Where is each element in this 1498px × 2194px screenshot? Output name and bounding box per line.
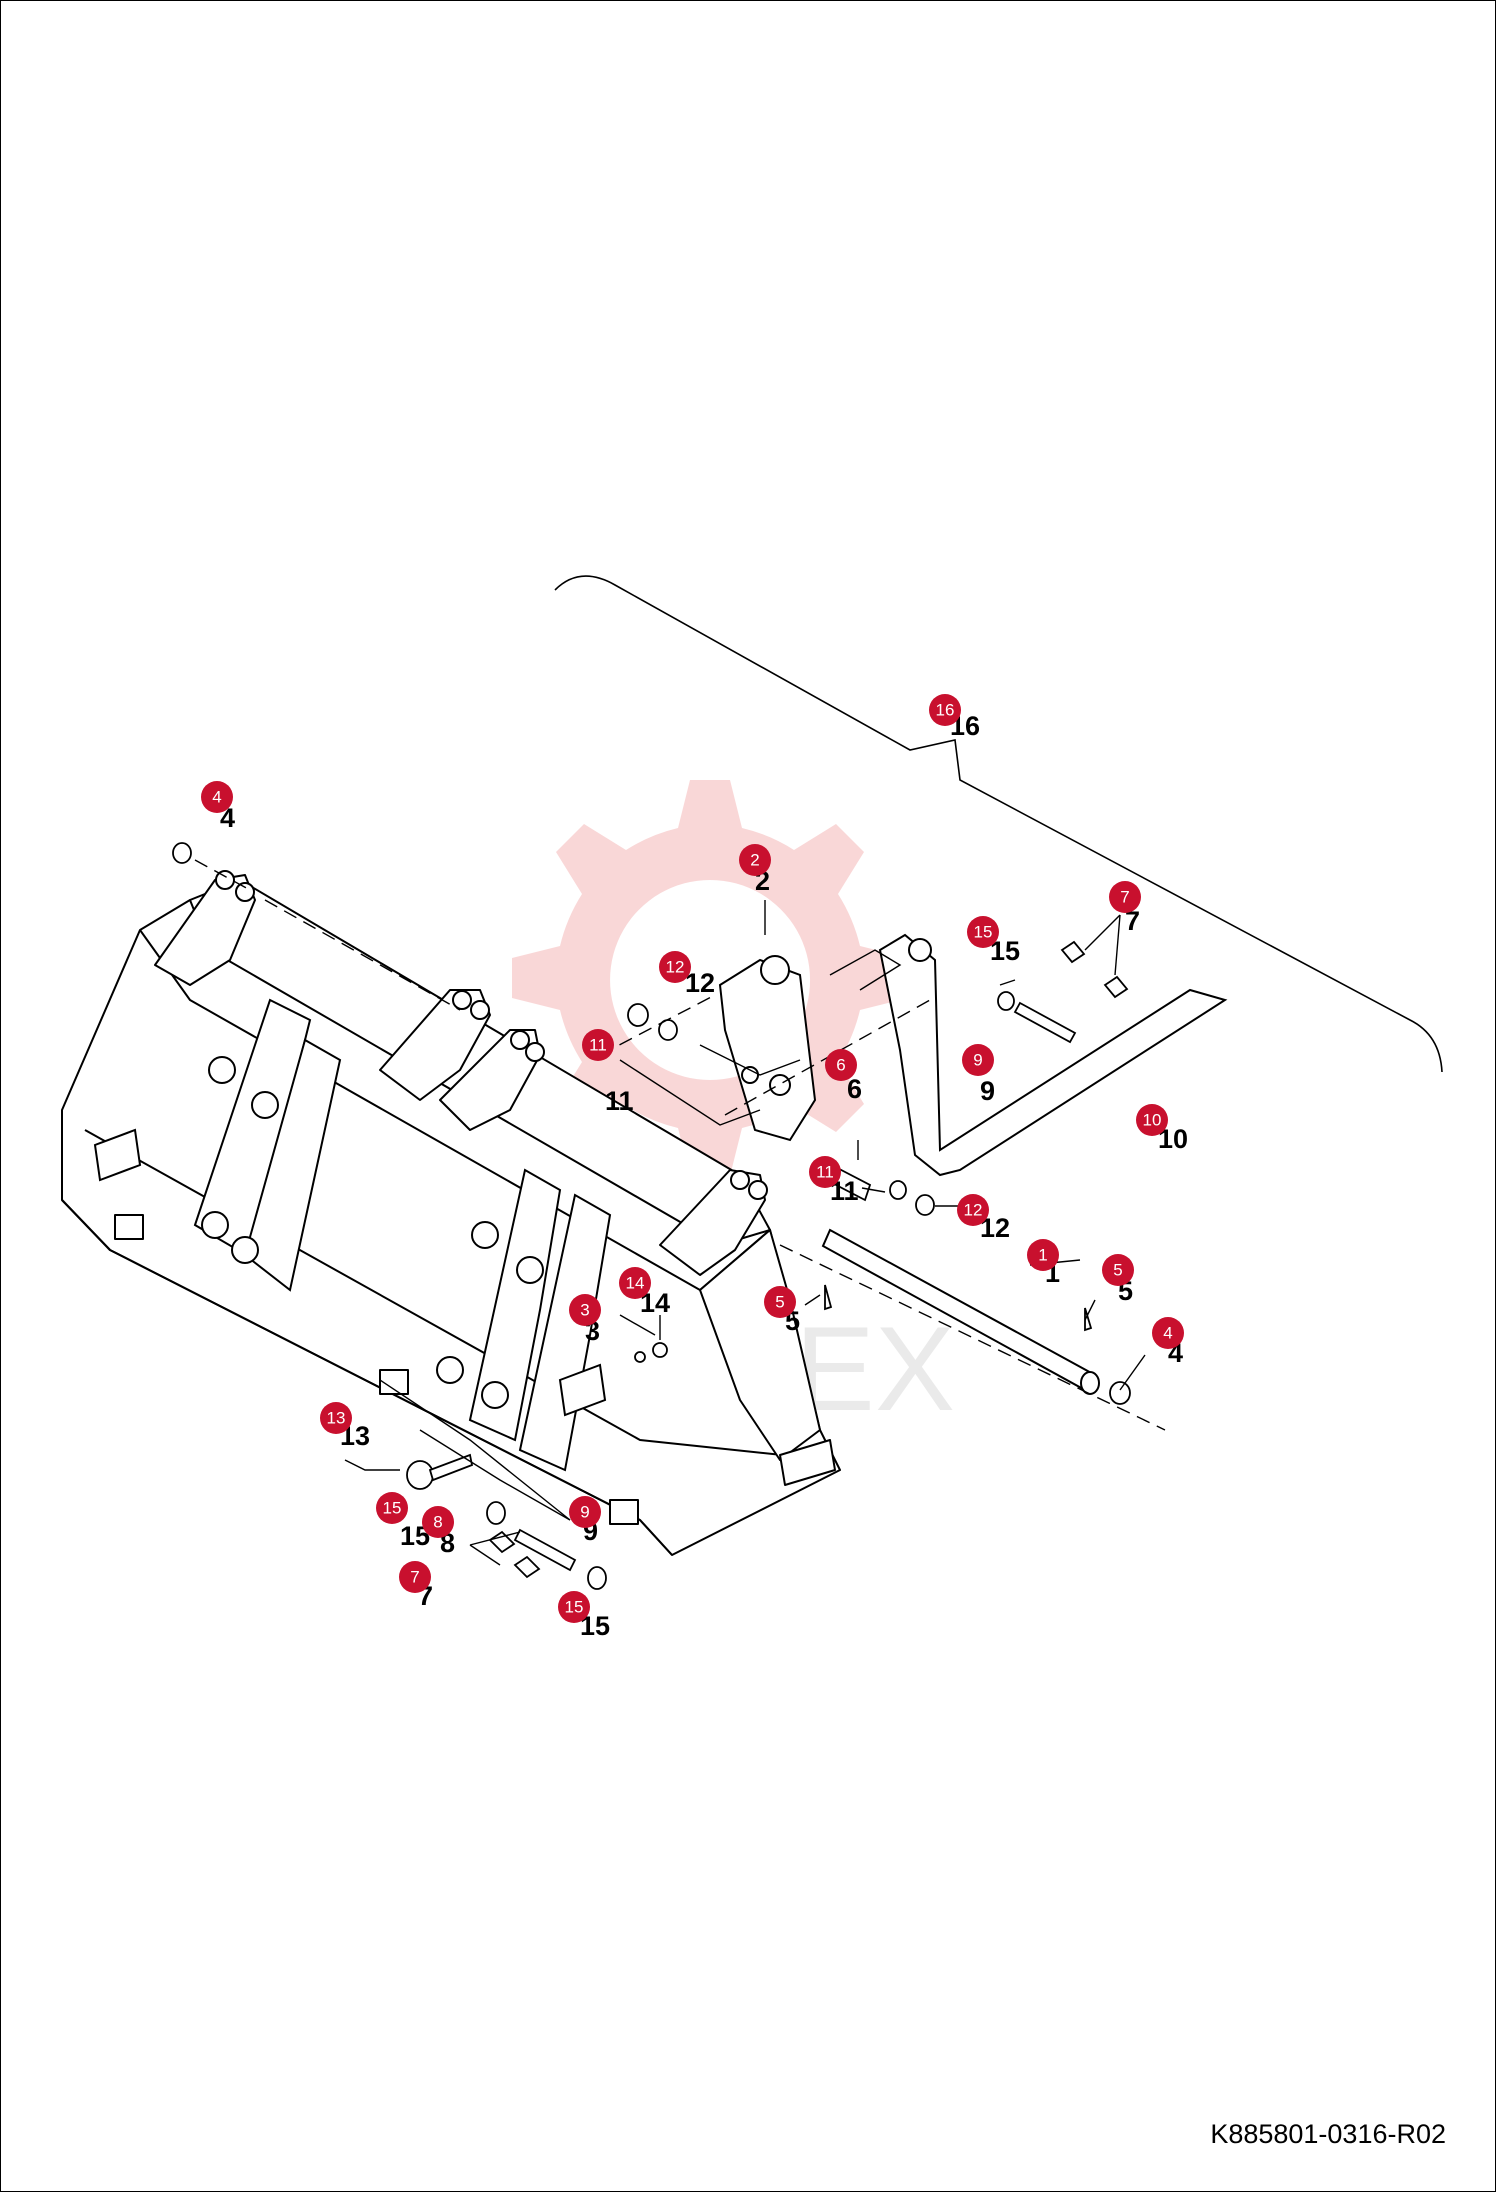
callout-15c: 15 (558, 1591, 590, 1623)
callout-15b: 15 (376, 1492, 408, 1524)
callout-6: 6 (825, 1049, 857, 1081)
svg-text:9: 9 (580, 1503, 589, 1522)
svg-text:6: 6 (836, 1056, 845, 1075)
callout-9b: 9 (569, 1496, 601, 1528)
svg-text:8: 8 (433, 1513, 442, 1532)
svg-text:16: 16 (936, 701, 955, 720)
tooth-adapters (93, 998, 612, 1472)
svg-text:15: 15 (383, 1499, 402, 1518)
svg-text:12: 12 (964, 1201, 983, 1220)
callouts: 16 4 2 7 15 12 11 9 6 10 11 12 1 5 5 4 1… (201, 694, 1184, 1623)
callout-5b: 5 (764, 1286, 796, 1318)
callout-1: 1 (1027, 1239, 1059, 1271)
kit-bracket (554, 575, 1443, 1073)
leader-lines (194, 859, 1166, 1566)
svg-text:15: 15 (565, 1598, 584, 1617)
svg-text:10: 10 (1143, 1111, 1162, 1130)
svg-text:7: 7 (410, 1568, 419, 1587)
link-arm (718, 955, 817, 1142)
svg-text:9: 9 (973, 1051, 982, 1070)
svg-text:12: 12 (666, 958, 685, 977)
svg-text:11: 11 (589, 1036, 607, 1055)
callout-4b: 4 (1152, 1317, 1184, 1349)
svg-text:5: 5 (775, 1293, 784, 1312)
svg-text:1: 1 (1038, 1246, 1047, 1265)
plain-label-11: 11 (605, 1086, 634, 1116)
callout-14: 14 (619, 1267, 651, 1299)
callout-13: 13 (320, 1402, 352, 1434)
callout-11b: 11 (809, 1156, 841, 1188)
svg-text:3: 3 (580, 1301, 589, 1320)
svg-text:11: 11 (816, 1163, 834, 1182)
callout-12b: 12 (957, 1194, 989, 1226)
svg-text:5: 5 (1113, 1261, 1122, 1280)
svg-text:13: 13 (327, 1409, 346, 1428)
svg-text:14: 14 (626, 1274, 645, 1293)
plain-label-6: 6 (847, 1074, 862, 1104)
svg-text:4: 4 (1163, 1324, 1172, 1343)
plain-label-12: 12 (685, 968, 715, 998)
callout-8: 8 (422, 1506, 454, 1538)
svg-text:4: 4 (212, 788, 221, 807)
callout-12: 12 (659, 951, 691, 983)
callout-16: 16 (929, 694, 961, 726)
mounting-brackets (154, 870, 768, 1276)
callout-7b: 7 (399, 1561, 431, 1593)
callout-9: 9 (962, 1044, 994, 1076)
svg-text:15: 15 (974, 923, 993, 942)
main-pin (821, 1228, 1100, 1395)
fork-arm (878, 933, 1228, 1177)
drawing-number: K885801-0316-R02 (1210, 2119, 1446, 2149)
plain-label-9: 9 (980, 1076, 995, 1106)
plain-label-7: 7 (1125, 906, 1140, 936)
callout-5: 5 (1102, 1254, 1134, 1286)
callout-4: 4 (201, 781, 233, 813)
callout-7: 7 (1109, 881, 1141, 913)
callout-15: 15 (967, 916, 999, 948)
svg-text:7: 7 (1120, 888, 1129, 907)
callout-3: 3 (569, 1294, 601, 1326)
callout-10: 10 (1136, 1104, 1168, 1136)
callout-11: 11 (582, 1029, 614, 1061)
svg-text:2: 2 (750, 851, 759, 870)
callout-2: 2 (739, 844, 771, 876)
